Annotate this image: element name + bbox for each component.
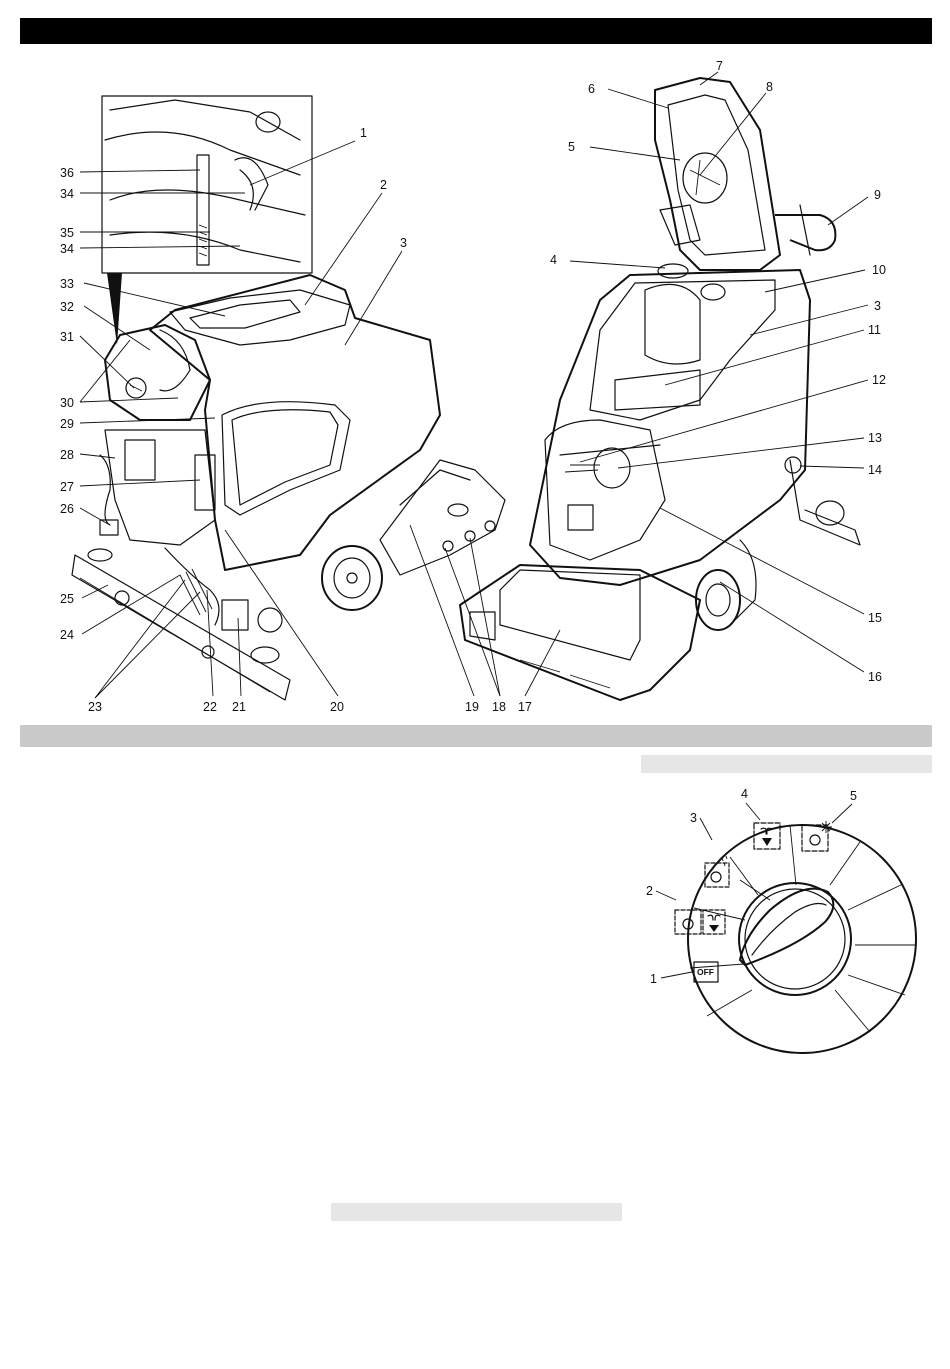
callout-33: 33 [60, 277, 74, 291]
off-icon: OFF [694, 962, 718, 982]
callout-12: 12 [872, 373, 886, 387]
callout-36: 36 [60, 166, 74, 180]
callout-3-right: 3 [874, 299, 881, 313]
callout-14: 14 [868, 463, 882, 477]
callout-22: 22 [203, 700, 217, 714]
callout-10: 10 [872, 263, 886, 277]
suction-icon [754, 823, 780, 849]
brush-polish-icon [802, 821, 832, 851]
callout-23: 23 [88, 700, 102, 714]
brush-water-icon [705, 856, 729, 887]
callout-18: 18 [492, 700, 506, 714]
off-label: OFF [697, 967, 714, 977]
callout-8: 8 [766, 80, 773, 94]
callout-35: 35 [60, 226, 74, 240]
callout-9: 9 [874, 188, 881, 202]
callout-32: 32 [60, 300, 74, 314]
callout-1: 1 [360, 126, 367, 140]
callout-13: 13 [868, 431, 882, 445]
dial-position-2: 2 [646, 884, 653, 898]
dial-position-1: 1 [650, 972, 657, 986]
callout-5: 5 [568, 140, 575, 154]
callout-16: 16 [868, 670, 882, 684]
callout-30: 30 [60, 396, 74, 410]
callout-7: 7 [716, 59, 723, 73]
callout-19: 19 [465, 700, 479, 714]
callout-3-left: 3 [400, 236, 407, 250]
callout-25: 25 [60, 592, 74, 606]
left-machine-drawing [72, 96, 505, 700]
callout-15: 15 [868, 611, 882, 625]
callout-leaders [80, 72, 868, 698]
callout-20: 20 [330, 700, 344, 714]
callout-2: 2 [380, 178, 387, 192]
callout-34-lower: 34 [60, 242, 74, 256]
callout-26: 26 [60, 502, 74, 516]
callout-21: 21 [232, 700, 246, 714]
dial-position-5: 5 [850, 789, 857, 803]
callout-11: 11 [868, 323, 881, 337]
callout-24: 24 [60, 628, 74, 642]
program-selector-dial: OFF 1 2 3 4 5 [646, 787, 916, 1053]
callout-6: 6 [588, 82, 595, 96]
callout-27: 27 [60, 480, 74, 494]
callout-31: 31 [60, 330, 74, 344]
callout-28: 28 [60, 448, 74, 462]
dial-inner-ring [739, 883, 851, 995]
callout-34-upper: 34 [60, 187, 74, 201]
dial-position-3: 3 [690, 811, 697, 825]
callout-4: 4 [550, 253, 557, 267]
callout-17: 17 [518, 700, 532, 714]
dial-position-4: 4 [741, 787, 748, 801]
callout-numbers: 36 34 35 34 33 32 31 30 29 28 27 26 25 2… [60, 59, 886, 714]
callout-29: 29 [60, 417, 74, 431]
right-machine-drawing [460, 78, 860, 700]
